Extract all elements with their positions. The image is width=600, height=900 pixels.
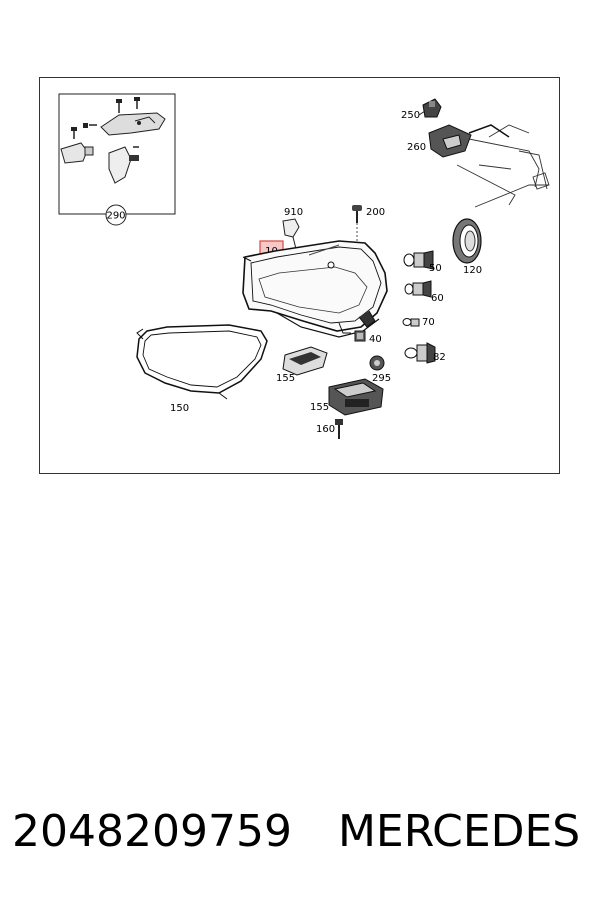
part-info-line: 2048209759 MERCEDES xyxy=(12,796,592,866)
callout-label-295: 295 xyxy=(372,373,391,384)
part-40-nut xyxy=(354,330,366,342)
car-outline xyxy=(448,124,550,208)
callout-label-910: 910 xyxy=(284,207,303,218)
callout-290: 290 xyxy=(105,204,127,226)
callout-label-150: 150 xyxy=(170,403,189,414)
callout-label-50: 50 xyxy=(429,263,442,274)
callout-label-70: 70 xyxy=(422,317,435,328)
part-260-control-unit xyxy=(428,124,510,158)
part-70-bulb xyxy=(402,318,420,327)
part-82-bulb xyxy=(404,342,436,364)
part-60-bulb xyxy=(404,280,432,298)
callout-label-250: 250 xyxy=(401,110,420,121)
callout-label-290: 290 xyxy=(106,211,125,222)
part-160-bolt xyxy=(335,419,343,439)
callout-label-155-lower: 155 xyxy=(310,402,329,413)
part-number: 2048209759 xyxy=(12,805,292,857)
callout-label-40: 40 xyxy=(369,334,382,345)
part-295-cap xyxy=(369,355,385,371)
callout-label-200: 200 xyxy=(366,207,385,218)
callout-label-260: 260 xyxy=(407,142,426,153)
callout-label-155-upper: 155 xyxy=(276,373,295,384)
part-50-bulb xyxy=(403,250,434,270)
callout-label-82: 82 xyxy=(433,352,446,363)
part-120-cover xyxy=(452,218,482,264)
brand-name: MERCEDES xyxy=(337,805,581,857)
callout-label-160: 160 xyxy=(316,424,335,435)
headlight-exploded-diagram: 290 250 260 910 200 10 xyxy=(58,93,550,439)
inset-box-290 xyxy=(58,93,176,215)
part-155-ballast xyxy=(328,378,384,416)
callout-label-60: 60 xyxy=(431,293,444,304)
part-10-headlamp xyxy=(242,240,388,338)
callout-label-120: 120 xyxy=(463,265,482,276)
part-150-bezel xyxy=(136,324,268,400)
part-155-module-upper xyxy=(282,346,328,376)
part-250-sensor xyxy=(422,98,442,118)
part-200-screw xyxy=(352,205,362,245)
